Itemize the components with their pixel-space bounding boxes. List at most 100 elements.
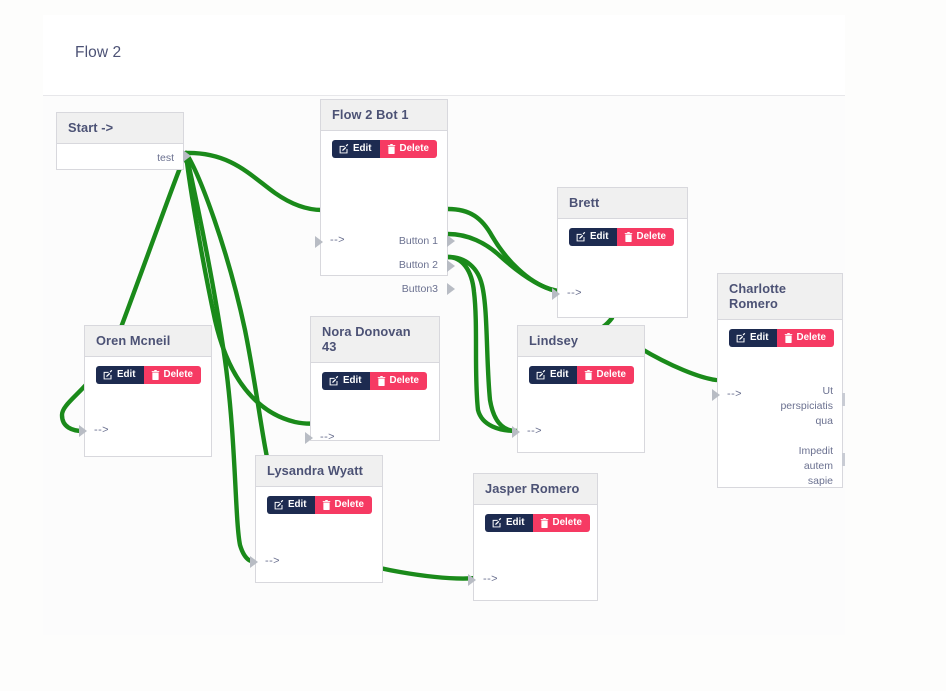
edit-button[interactable]: Edit: [529, 366, 577, 384]
edit-button[interactable]: Edit: [569, 228, 617, 246]
delete-button[interactable]: Delete: [314, 496, 372, 514]
actions-nora: Edit Delete: [322, 372, 427, 390]
handle-in-oren[interactable]: [79, 425, 87, 437]
handle-out-charlotte-2[interactable]: [842, 453, 845, 466]
delete-button-label: Delete: [334, 499, 364, 511]
port-in-charlotte[interactable]: -->: [727, 388, 742, 400]
port-in-brett[interactable]: -->: [567, 287, 582, 299]
node-jasper-romero[interactable]: Jasper Romero Edit Delete -->: [468, 473, 598, 601]
delete-button[interactable]: Delete: [143, 366, 201, 384]
node-lindsey[interactable]: Lindsey Edit Delete -->: [512, 325, 645, 453]
delete-button[interactable]: Delete: [576, 366, 634, 384]
node-start-title: Start ->: [57, 113, 183, 144]
actions-lysandra: Edit Delete: [267, 496, 372, 514]
trash-icon: [624, 232, 633, 242]
pencil-square-icon: [339, 144, 349, 154]
port-in-lindsey[interactable]: -->: [527, 425, 542, 437]
port-out-charlotte-1[interactable]: Ut perspiciatis qua: [747, 384, 833, 429]
node-charlotte-body: Edit Delete --> Ut perspiciatis qua Impe…: [712, 320, 845, 501]
handle-in-brett[interactable]: [552, 288, 560, 300]
flow-card-header: Flow 2: [43, 15, 845, 96]
port-out-charlotte-2-line2: autem: [803, 460, 833, 472]
pencil-square-icon: [492, 518, 502, 528]
node-charlotte-romero[interactable]: Charlotte Romero Edit Delete -->: [712, 273, 845, 488]
port-in-nora[interactable]: -->: [320, 431, 335, 443]
port-out-charlotte-2[interactable]: Impedit autem sapie: [747, 444, 833, 489]
actions-lindsey: Edit Delete: [529, 366, 634, 384]
node-lysandra-wyatt[interactable]: Lysandra Wyatt Edit Delete -->: [250, 455, 383, 583]
edit-button-label: Edit: [750, 332, 769, 344]
edit-button[interactable]: Edit: [332, 140, 380, 158]
delete-button-label: Delete: [399, 143, 429, 155]
handle-out-start-test[interactable]: [183, 150, 191, 162]
port-in-jasper[interactable]: -->: [483, 573, 498, 585]
edit-button[interactable]: Edit: [485, 514, 533, 532]
node-nora-title: Nora Donovan 43: [311, 317, 439, 363]
page-title: Flow 2: [75, 44, 122, 61]
handle-out-button2[interactable]: [447, 260, 455, 272]
pencil-square-icon: [274, 500, 284, 510]
pencil-square-icon: [103, 370, 113, 380]
port-out-test[interactable]: test: [157, 152, 174, 164]
edit-button[interactable]: Edit: [267, 496, 315, 514]
handle-out-charlotte-1[interactable]: [842, 393, 845, 406]
handle-in-charlotte[interactable]: [712, 389, 720, 401]
trash-icon: [387, 144, 396, 154]
edit-button-label: Edit: [506, 517, 525, 529]
pencil-square-icon: [576, 232, 586, 242]
actions-jasper: Edit Delete: [485, 514, 590, 532]
edit-button[interactable]: Edit: [96, 366, 144, 384]
port-out-button1[interactable]: Button 1: [398, 235, 438, 247]
port-in-flow2bot1[interactable]: -->: [330, 234, 345, 246]
node-oren-body: Edit Delete -->: [79, 357, 211, 455]
node-start-body: test: [57, 144, 191, 168]
trash-icon: [584, 370, 593, 380]
handle-in-lindsey[interactable]: [512, 426, 520, 438]
port-in-oren[interactable]: -->: [94, 424, 109, 436]
delete-button-label: Delete: [596, 369, 626, 381]
node-flow2bot1[interactable]: Flow 2 Bot 1 Edit Delete --> Button: [315, 99, 455, 295]
delete-button[interactable]: Delete: [532, 514, 590, 532]
node-lysandra-title: Lysandra Wyatt: [256, 456, 382, 487]
delete-button[interactable]: Delete: [776, 329, 834, 347]
handle-in-nora[interactable]: [305, 432, 313, 444]
delete-button[interactable]: Delete: [379, 140, 437, 158]
actions-charlotte: Edit Delete: [729, 329, 834, 347]
node-lindsey-body: Edit Delete -->: [512, 357, 644, 451]
pencil-square-icon: [736, 333, 746, 343]
node-brett[interactable]: Brett Edit Delete -->: [552, 187, 688, 318]
delete-button[interactable]: Delete: [616, 228, 674, 246]
node-brett-title: Brett: [558, 188, 687, 219]
node-charlotte-title: Charlotte Romero: [718, 274, 842, 320]
edit-button[interactable]: Edit: [322, 372, 370, 390]
delete-button[interactable]: Delete: [369, 372, 427, 390]
edit-button-label: Edit: [590, 231, 609, 243]
node-oren-title: Oren Mcneil: [85, 326, 211, 357]
edit-button-label: Edit: [117, 369, 136, 381]
pencil-square-icon: [536, 370, 546, 380]
handle-in-lysandra[interactable]: [250, 556, 258, 568]
node-lysandra-body: Edit Delete -->: [250, 487, 382, 581]
node-jasper-body: Edit Delete -->: [468, 505, 597, 599]
handle-in-flow2bot1[interactable]: [315, 236, 323, 248]
trash-icon: [322, 500, 331, 510]
port-out-button3[interactable]: Button3: [401, 283, 438, 295]
node-nora-body: Edit Delete -->: [305, 363, 439, 454]
node-start[interactable]: Start -> test: [56, 112, 191, 170]
actions-flow2bot1: Edit Delete: [332, 140, 437, 158]
node-nora-donovan[interactable]: Nora Donovan 43 Edit Delete -->: [305, 316, 440, 444]
port-out-button2[interactable]: Button 2: [398, 259, 438, 271]
port-in-lysandra[interactable]: -->: [265, 555, 280, 567]
edit-button[interactable]: Edit: [729, 329, 777, 347]
port-out-charlotte-1-line2: perspiciatis: [780, 400, 833, 412]
delete-button-label: Delete: [552, 517, 582, 529]
handle-out-button1[interactable]: [447, 235, 455, 247]
handle-in-jasper[interactable]: [468, 574, 476, 586]
node-oren-mcneil[interactable]: Oren Mcneil Edit Delete -->: [79, 325, 212, 457]
trash-icon: [784, 333, 793, 343]
delete-button-label: Delete: [636, 231, 666, 243]
handle-out-button3[interactable]: [447, 283, 455, 295]
edit-button-label: Edit: [288, 499, 307, 511]
port-out-charlotte-2-line3: sapie: [807, 475, 833, 487]
